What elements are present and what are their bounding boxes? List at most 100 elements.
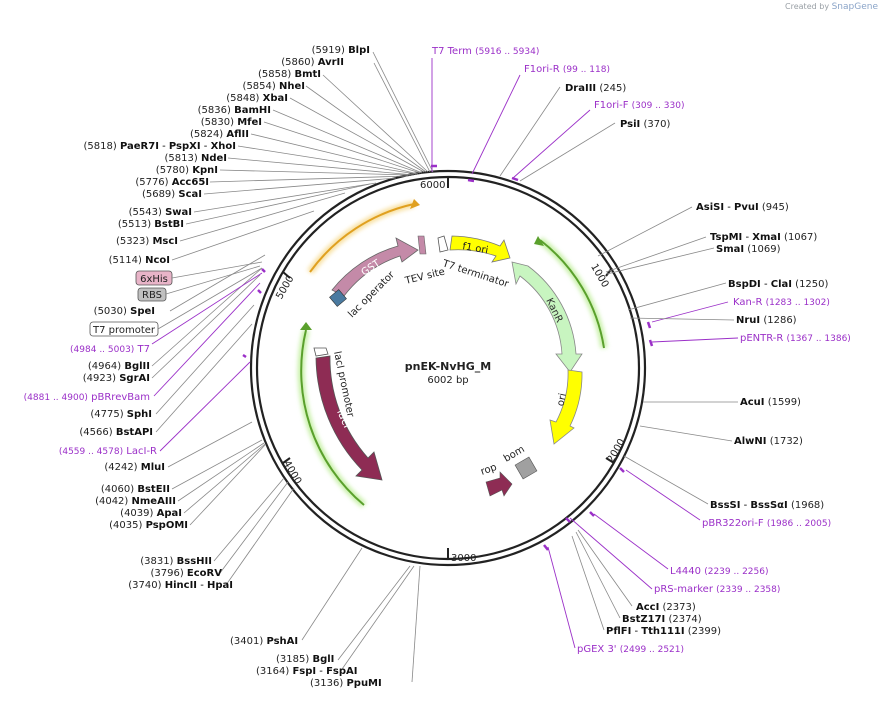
site-pos: (5776) bbox=[135, 177, 168, 188]
top-label: DraIII (245) bbox=[565, 83, 626, 94]
tick-4000: 4000 bbox=[281, 459, 303, 487]
site-pos: (5323) bbox=[116, 236, 149, 247]
right-site-label: BspDI - ClaI (1250) bbox=[728, 279, 829, 290]
t7-terminator-marker bbox=[437, 235, 449, 253]
right-primer-label: Kan-R (1283 .. 1302) bbox=[733, 297, 830, 308]
left-site-label: (5818) PaeR7I - PspXI - XhoI bbox=[84, 141, 237, 152]
site-name: EcoRV bbox=[187, 568, 222, 579]
site-pos: (5854) bbox=[243, 81, 276, 92]
right-site-label: PflFI - Tth111I (2399) bbox=[606, 626, 721, 637]
site-name: PflFI bbox=[606, 626, 631, 637]
orf-arcs bbox=[297, 199, 608, 508]
site-name: pBR322ori-F bbox=[702, 518, 764, 529]
site-name: BstBI bbox=[154, 219, 184, 230]
site-pos: (1732) bbox=[770, 436, 803, 447]
left-feature-boxes: 6xHis RBS T7 promoter bbox=[89, 261, 263, 337]
site-name: AvrII bbox=[318, 57, 344, 68]
tick-5000: 5000 bbox=[274, 274, 296, 302]
bottom-site-label: (3185) BglI bbox=[276, 654, 334, 665]
rop-label: rop bbox=[479, 462, 498, 478]
left-primer-label: (4881 .. 4900) pBRrevBam bbox=[24, 392, 150, 403]
left-site-label: (5848) XbaI bbox=[226, 93, 288, 104]
site-pos: (5813) bbox=[165, 153, 198, 164]
site-range: (4984 .. 5003) bbox=[70, 345, 134, 355]
left-primer-label: (4984 .. 5003) T7 bbox=[70, 344, 150, 355]
left-site-label: (5689) ScaI bbox=[142, 189, 202, 200]
site-pos: (5858) bbox=[258, 69, 291, 80]
map-size: 6002 bp bbox=[427, 375, 468, 386]
left-site-label: (4042) NmeAIII bbox=[95, 496, 176, 507]
site-name: BssHII bbox=[177, 556, 212, 567]
site-range: (1986 .. 2005) bbox=[767, 519, 831, 529]
bottom-site-label: (3401) PshAI bbox=[230, 636, 298, 647]
site-pos: (3164) bbox=[256, 666, 289, 677]
site-range: (99 .. 118) bbox=[563, 65, 610, 75]
site-pos: (1250) bbox=[795, 279, 828, 290]
site-name: MscI bbox=[152, 236, 178, 247]
left-site-label: (4242) MluI bbox=[104, 462, 165, 473]
site-name: SgrAI bbox=[119, 373, 150, 384]
left-site-label: (5824) AflII bbox=[190, 129, 249, 140]
site-pos: (1067) bbox=[784, 232, 817, 243]
site-name: BglII bbox=[124, 361, 150, 372]
left-site-label: (5858) BmtI bbox=[258, 69, 321, 80]
site-name2: PvuI bbox=[734, 202, 759, 213]
leader-lines-left bbox=[151, 51, 434, 586]
site-pos: (5848) bbox=[226, 93, 259, 104]
site-name3: XhoI bbox=[211, 141, 236, 152]
site-pos: (5114) bbox=[109, 255, 142, 266]
site-pos: (3185) bbox=[276, 654, 309, 665]
site-name2: Tth111I bbox=[641, 626, 684, 637]
site-pos: (5513) bbox=[118, 219, 151, 230]
site-name: MfeI bbox=[237, 117, 262, 128]
lac-operator-box bbox=[329, 289, 347, 307]
top-label: F1ori-R (99 .. 118) bbox=[524, 64, 610, 75]
site-name: TspMI bbox=[710, 232, 742, 243]
f1-ori-label: f1 ori bbox=[461, 241, 489, 256]
right-site-label: TspMI - XmaI (1067) bbox=[710, 232, 817, 243]
site-name: KpnI bbox=[192, 165, 218, 176]
site-name2: BssSαI bbox=[750, 500, 787, 511]
site-name: F1ori-R bbox=[524, 64, 560, 75]
leader-lines-primers bbox=[151, 58, 739, 649]
site-pos: (5780) bbox=[156, 165, 189, 176]
site-name: BspDI bbox=[728, 279, 761, 290]
bottom-site-label: (3136) PpuMI bbox=[310, 678, 382, 689]
right-site-label: AsiSI - PvuI (945) bbox=[696, 202, 789, 213]
site-name2: ClaI bbox=[771, 279, 792, 290]
site-pos: (5919) bbox=[312, 45, 345, 56]
site-pos: (3740) bbox=[128, 580, 161, 591]
left-site-label: (4039) ApaI bbox=[120, 508, 182, 519]
site-name: pBRrevBam bbox=[91, 392, 150, 403]
site-range: (2239 .. 2256) bbox=[704, 567, 768, 577]
his-tag-label: 6xHis bbox=[140, 274, 168, 285]
site-pos: (5543) bbox=[129, 207, 162, 218]
site-name: LacI-R bbox=[126, 446, 157, 457]
site-name: pENTR-R bbox=[740, 333, 783, 344]
left-site-label: (4964) BglII bbox=[88, 361, 150, 372]
site-pos: (4042) bbox=[95, 496, 128, 507]
site-range: (5916 .. 5934) bbox=[475, 47, 539, 57]
site-pos: (945) bbox=[762, 202, 789, 213]
site-name: L4440 bbox=[670, 566, 701, 577]
left-site-label: (5919) BlpI bbox=[312, 45, 370, 56]
bottom-site-label: (3164) FspI - FspAI bbox=[256, 666, 358, 677]
site-name: F1ori-F bbox=[594, 100, 629, 111]
left-site-label: (5836) BamHI bbox=[198, 105, 271, 116]
site-pos: (4060) bbox=[101, 484, 134, 495]
right-primer-label: L4440 (2239 .. 2256) bbox=[670, 566, 769, 577]
left-site-label: (4035) PspOMI bbox=[109, 520, 188, 531]
site-name: PaeR7I bbox=[120, 141, 159, 152]
site-pos: (1069) bbox=[747, 244, 780, 255]
left-site-label: (5323) MscI bbox=[116, 236, 178, 247]
credit-prefix: Created by bbox=[785, 2, 830, 11]
orange-orf-arc bbox=[309, 203, 415, 273]
site-name: T7 bbox=[137, 344, 150, 355]
tick-marks bbox=[282, 176, 615, 560]
left-site-label: (3740) HincII - HpaI bbox=[128, 580, 233, 591]
site-name: SwaI bbox=[165, 207, 192, 218]
site-name: NcoI bbox=[145, 255, 170, 266]
site-pos: (1286) bbox=[763, 315, 796, 326]
site-pos: (3831) bbox=[140, 556, 173, 567]
